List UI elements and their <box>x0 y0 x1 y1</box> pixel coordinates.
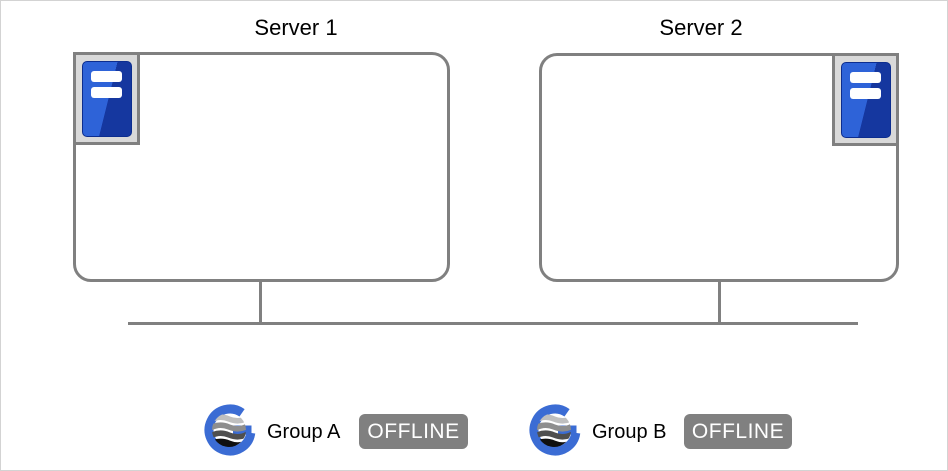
server1-network-connector <box>259 282 262 323</box>
server1-title: Server 1 <box>254 15 338 40</box>
server-tower-icon <box>82 61 132 137</box>
server-slot-icon <box>850 88 881 99</box>
server2-network-connector <box>718 282 721 323</box>
server2-title: Server 2 <box>659 15 743 40</box>
server-slot-icon <box>91 87 122 98</box>
server1-icon[interactable] <box>73 52 140 145</box>
server-tower-icon <box>841 62 891 138</box>
cluster-group-logo[interactable] <box>529 401 585 459</box>
group-a-label: Group A <box>267 421 341 443</box>
group-b-status-badge[interactable]: OFFLINE <box>684 414 792 449</box>
cluster-group-logo[interactable] <box>204 401 260 459</box>
server2-icon[interactable] <box>832 53 899 146</box>
group-a-status-badge[interactable]: OFFLINE <box>359 414 468 449</box>
network-bus-line <box>128 322 858 325</box>
group-b-label: Group B <box>592 421 667 443</box>
server-slot-icon <box>91 71 122 82</box>
server-slot-icon <box>850 72 881 83</box>
